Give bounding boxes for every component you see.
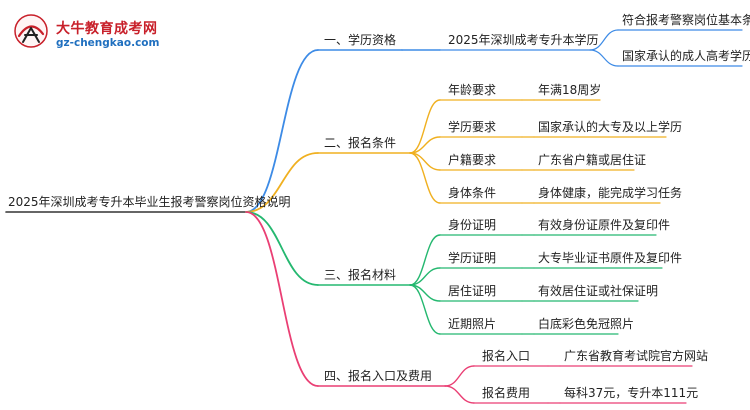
condition-residence: 户籍要求 bbox=[448, 153, 497, 167]
entry-fee: 报名费用 bbox=[482, 386, 531, 400]
condition-residence-value: 广东省户籍或居住证 bbox=[538, 153, 647, 167]
material-residence: 居住证明 bbox=[448, 284, 497, 298]
logo-url[interactable]: gz-chengkao.com bbox=[56, 37, 160, 49]
condition-education-value: 国家承认的大专及以上学历 bbox=[538, 120, 683, 134]
material-diploma: 学历证明 bbox=[448, 251, 497, 265]
entry-fee-value: 每科37元，专升本111元 bbox=[564, 386, 699, 400]
material-photo-value: 白底彩色免冠照片 bbox=[538, 317, 635, 331]
education-item: 2025年深圳成考专升本学历 bbox=[448, 33, 599, 47]
entry-portal: 报名入口 bbox=[482, 349, 531, 363]
condition-health: 身体条件 bbox=[448, 186, 497, 200]
education-detail-recognized: 国家承认的成人高考学历 bbox=[622, 49, 750, 63]
material-id: 身份证明 bbox=[448, 218, 497, 232]
logo-title: 大牛教育成考网 bbox=[56, 21, 158, 37]
branch-conditions: 二、报名条件 bbox=[324, 136, 397, 150]
child-connector bbox=[409, 284, 441, 335]
education-detail-basic: 符合报考警察岗位基本条件 bbox=[622, 13, 750, 27]
material-residence-value: 有效居住证或社保证明 bbox=[538, 284, 659, 298]
child-connector bbox=[444, 365, 475, 387]
branch-entry-fees: 四、报名入口及费用 bbox=[324, 369, 433, 383]
branch-materials: 三、报名材料 bbox=[324, 268, 397, 282]
branch-connector bbox=[245, 152, 319, 213]
child-connector bbox=[409, 267, 441, 286]
leaf-connector bbox=[589, 29, 619, 51]
child-connector bbox=[409, 99, 441, 154]
material-diploma-value: 大专毕业证书原件及复印件 bbox=[538, 251, 683, 265]
child-connector bbox=[409, 234, 441, 286]
site-logo[interactable]: 大牛教育成考网 gz-chengkao.com bbox=[6, 8, 206, 54]
condition-age: 年龄要求 bbox=[448, 83, 497, 97]
child-connector bbox=[409, 136, 441, 154]
child-connector bbox=[444, 385, 475, 404]
leaf-connector bbox=[589, 49, 619, 67]
material-photo: 近期照片 bbox=[448, 317, 497, 331]
branch-education: 一、学历资格 bbox=[324, 33, 397, 47]
branch-connector bbox=[245, 211, 319, 387]
branch-connector bbox=[245, 49, 319, 213]
root-topic: 2025年深圳成考专升本毕业生报考警察岗位资格说明 bbox=[8, 195, 291, 209]
branch-connector bbox=[245, 211, 319, 286]
condition-health-value: 身体健康，能完成学习任务 bbox=[538, 186, 683, 200]
logo-mark-icon bbox=[14, 14, 48, 48]
condition-age-value: 年满18周岁 bbox=[538, 83, 602, 97]
entry-portal-value: 广东省教育考试院官方网站 bbox=[564, 349, 709, 363]
child-connector bbox=[409, 152, 441, 204]
condition-education: 学历要求 bbox=[448, 120, 497, 134]
material-id-value: 有效身份证原件及复印件 bbox=[538, 218, 671, 232]
